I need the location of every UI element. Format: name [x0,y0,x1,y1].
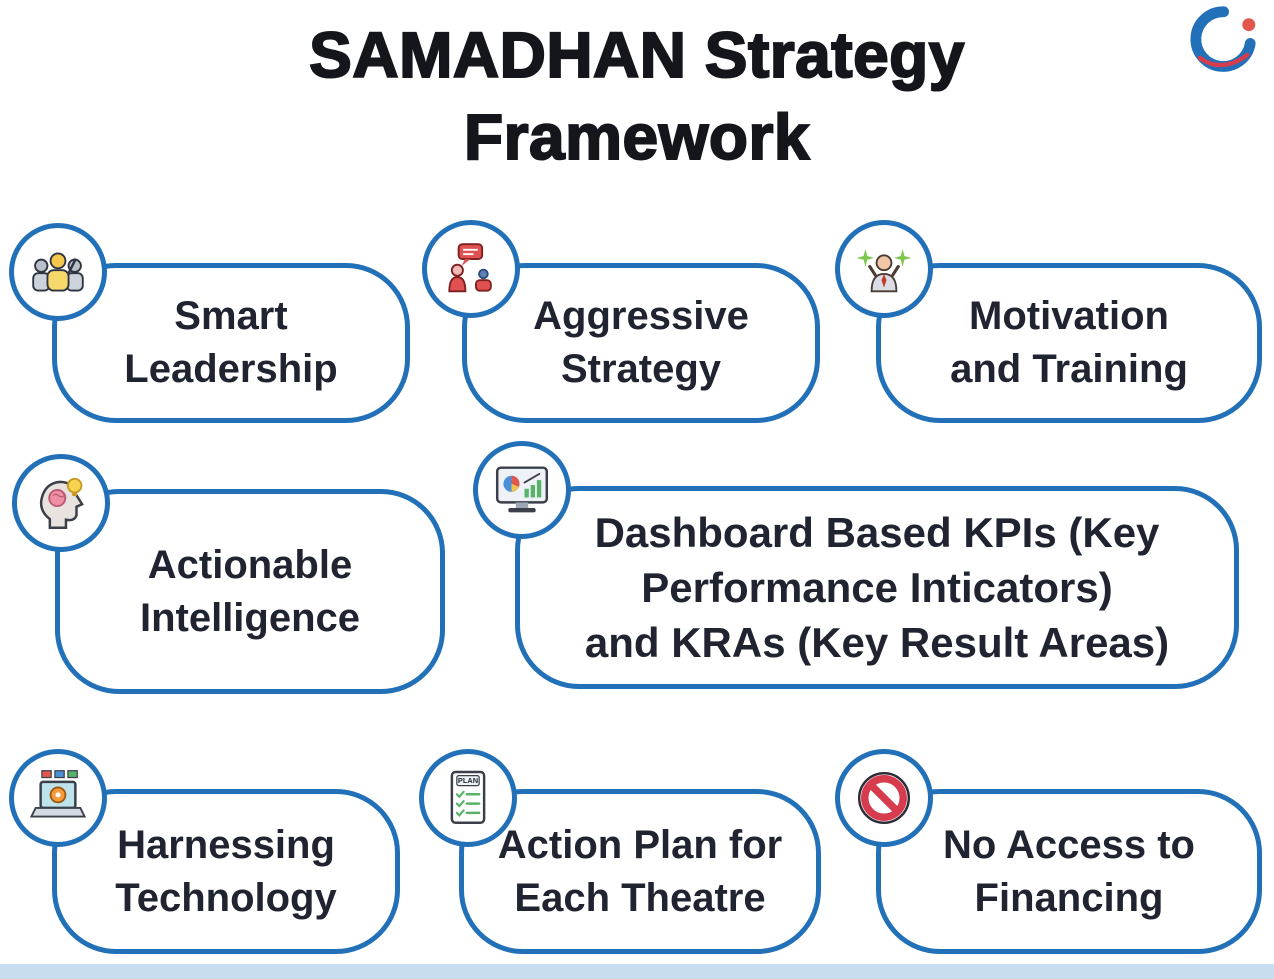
card-label-line: and Training [950,347,1188,391]
card-motivation-and-training: Motivation and Training [876,263,1262,423]
announcement-strategy-icon [422,220,520,318]
card-label-line: Actionable [147,542,353,587]
card-action-plan-each-theatre: Action Plan for Each Theatre [459,789,821,954]
card-label-line: Smart [174,294,288,338]
card-label-line: Aggressive [533,294,749,338]
card-label-line: Financing [974,875,1164,920]
card-label-line: Motivation [969,294,1169,338]
head-brain-lightbulb-icon [12,454,110,552]
card-aggressive-strategy: Aggressive Strategy [462,263,820,423]
card-dashboard-kpis-kras: Dashboard Based KPIs (Key Performance In… [515,486,1239,689]
plan-checklist-icon: PLAN [419,749,517,847]
cheering-person-stars-icon [835,220,933,318]
card-actionable-intelligence: Actionable Intelligence [55,489,445,694]
card-smart-leadership: Smart Leadership [52,263,410,423]
footer-strip [0,964,1274,979]
plan-icon-text: PLAN [458,776,478,785]
card-label-line: Dashboard Based KPIs (Key [594,509,1160,556]
card-label-line: Action Plan for [497,822,783,867]
laptop-gear-icon [9,749,107,847]
card-harnessing-technology: Harnessing Technology [52,789,400,954]
card-label-line: Leadership [124,347,338,391]
card-label-line: Strategy [560,347,722,391]
card-no-access-financing: No Access to Financing [876,789,1262,954]
dashboard-monitor-icon [473,441,571,539]
card-label-line: Each Theatre [514,875,766,920]
card-label-line: No Access to [943,822,1195,867]
page-title: SAMADHAN Strategy Framework [0,14,1274,178]
brand-swoosh-logo [1180,6,1260,78]
card-label-line: Intelligence [139,595,361,640]
card-label-line: Performance Inticators) [641,564,1113,611]
card-label-line: and KRAs (Key Result Areas) [584,619,1170,666]
card-label-line: Harnessing [117,822,335,867]
team-people-icon [9,223,107,321]
title-line-1: SAMADHAN Strategy [308,18,965,92]
title-line-2: Framework [463,100,810,174]
prohibition-icon [835,749,933,847]
card-label-line: Technology [115,875,337,920]
